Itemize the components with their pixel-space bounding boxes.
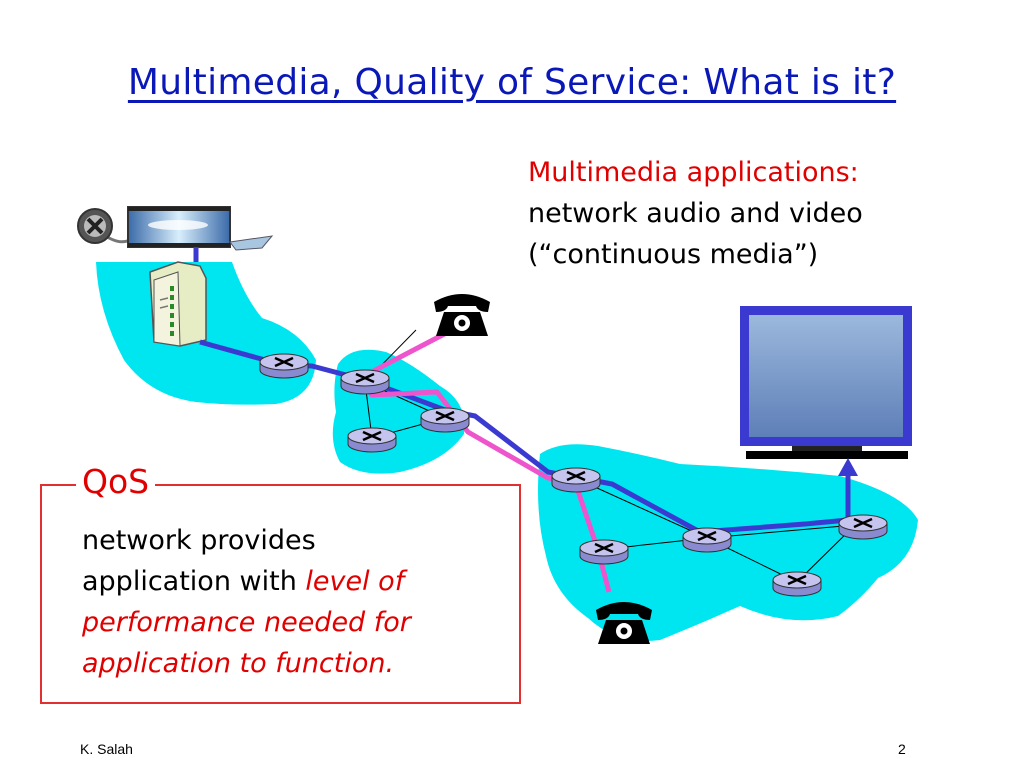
multimedia-line-1: network audio and video	[528, 198, 863, 229]
qos-label: QoS	[76, 462, 156, 501]
qos-line-2: application with level of	[82, 561, 502, 602]
router-icon	[339, 368, 391, 396]
qos-line-2-plain: application with	[82, 566, 306, 597]
footer-author: K. Salah	[80, 741, 133, 757]
router-icon	[258, 352, 310, 380]
router-icon	[346, 426, 398, 454]
telephone-icon	[434, 294, 490, 336]
monitor-icon	[740, 306, 912, 459]
multimedia-heading: Multimedia applications:	[528, 157, 859, 188]
router-icon	[419, 406, 471, 434]
multimedia-description: Multimedia applications: network audio a…	[528, 152, 863, 275]
qos-definition: network provides application with level …	[82, 520, 502, 684]
path-arrowhead	[838, 458, 858, 476]
footer-page-number: 2	[898, 741, 906, 757]
qos-line-2-italic: level of	[305, 566, 405, 597]
slide-title: Multimedia, Quality of Service: What is …	[127, 62, 897, 103]
server-icon	[149, 261, 207, 347]
qos-line-3: performance needed for	[82, 607, 411, 638]
router-icon	[681, 526, 733, 554]
router-icon	[578, 538, 630, 566]
film-reel-icon	[77, 206, 274, 251]
qos-line-1: network provides	[82, 525, 316, 556]
qos-line-4: application to function.	[82, 648, 395, 679]
qos-box	[40, 484, 521, 704]
router-icon	[550, 466, 602, 494]
router-icon	[771, 570, 823, 598]
multimedia-line-2: (“continuous media”)	[528, 239, 819, 270]
router-icon	[837, 513, 889, 541]
